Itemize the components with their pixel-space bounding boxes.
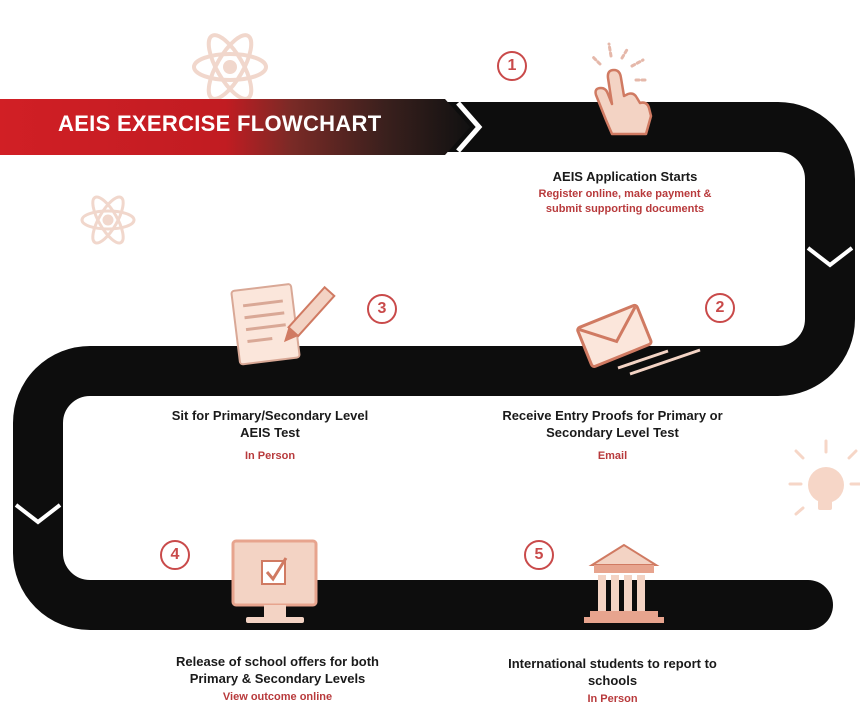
step-4-text: Release of school offers for both Primar… (140, 653, 415, 705)
step-4-detail: View outcome online (222, 691, 333, 703)
step-1-text: AEIS Application Starts Register online,… (510, 168, 740, 217)
step-5-number-badge: 5 (524, 540, 554, 570)
step-1-number-badge: 1 (497, 51, 527, 81)
atom-icon (80, 195, 136, 245)
step-5-title: International students to report to scho… (508, 656, 717, 688)
step-5-detail: In Person (587, 693, 638, 705)
paper-pencil-icon (230, 283, 336, 366)
road-chevron (14, 503, 62, 525)
step-2-number-badge: 2 (705, 293, 735, 323)
title-banner (0, 99, 483, 155)
step-3-title: Sit for Primary/Secondary Level AEIS Tes… (171, 408, 369, 440)
pointing-hand-icon (590, 42, 653, 136)
school-building-icon (584, 543, 664, 623)
flow-road (13, 102, 855, 630)
step-2-title: Receive Entry Proofs for Primary or Seco… (502, 408, 723, 440)
step-1-detail: Register online, make payment & submit s… (538, 188, 712, 215)
step-1-title: AEIS Application Starts (552, 169, 698, 184)
step-3-text: Sit for Primary/Secondary Level AEIS Tes… (155, 407, 385, 464)
step-5-text: International students to report to scho… (490, 655, 735, 707)
road-chevron (806, 246, 854, 268)
lightbulb-icon (788, 439, 860, 516)
step-3-number-badge: 3 (367, 294, 397, 324)
step-2-text: Receive Entry Proofs for Primary or Seco… (470, 407, 755, 464)
page-title: AEIS EXERCISE FLOWCHART (58, 111, 382, 136)
step-4-title: Release of school offers for both Primar… (176, 654, 379, 686)
atom-icon (192, 33, 268, 101)
envelope-icon (576, 303, 701, 376)
step-2-detail: Email (597, 450, 628, 462)
step-3-detail: In Person (244, 450, 296, 462)
monitor-checkbox-icon (231, 539, 318, 623)
step-4-number-badge: 4 (160, 540, 190, 570)
